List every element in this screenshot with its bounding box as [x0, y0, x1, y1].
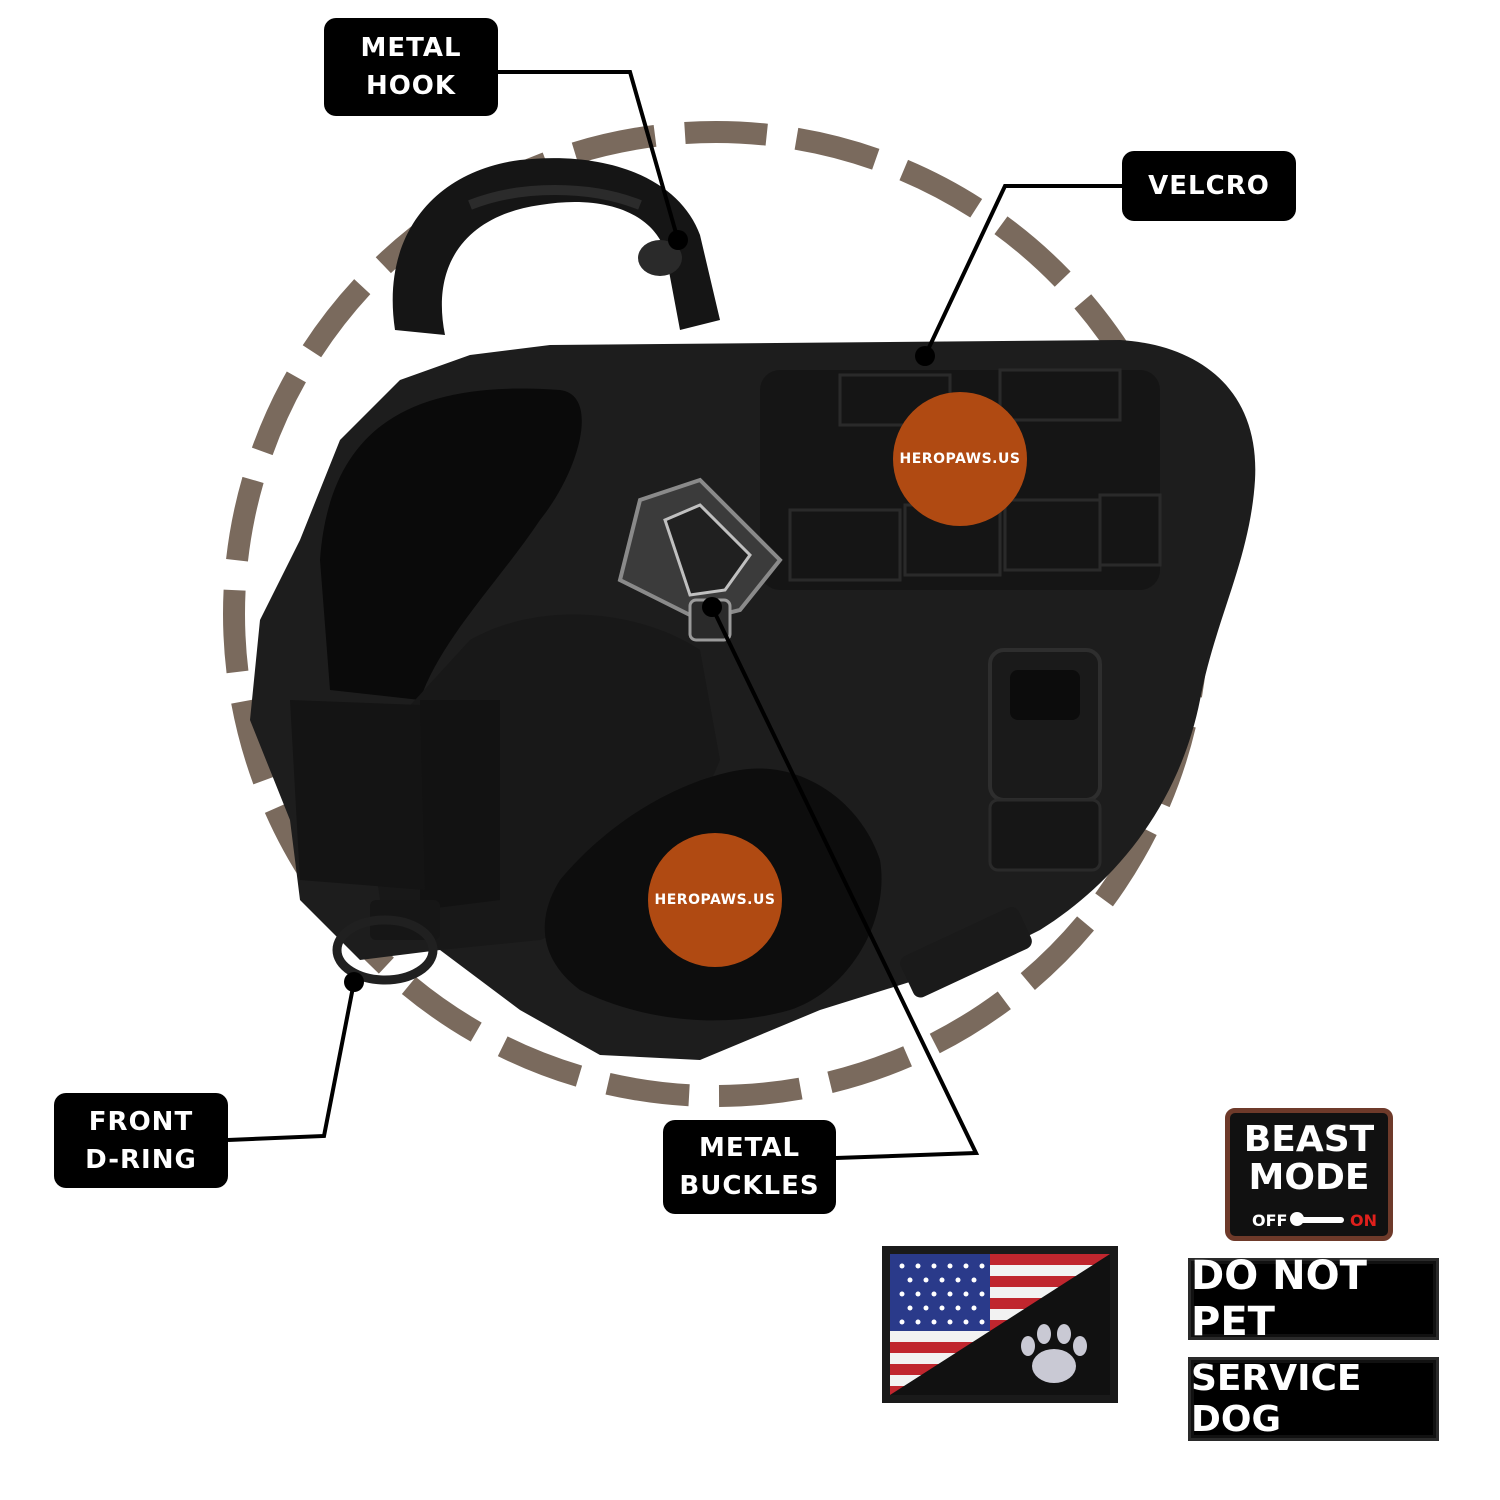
front-d-ring	[332, 900, 440, 985]
beast-mode-off-label: OFF	[1252, 1211, 1288, 1230]
metal-buckles-leader	[710, 606, 980, 1160]
beast-mode-line1: BEAST	[1243, 1119, 1375, 1160]
metal-hook-leader	[498, 70, 680, 241]
beast-mode-patch: BEAST MODE OFF ON	[1225, 1108, 1393, 1241]
callout-metal-hook: METAL HOOK	[324, 18, 498, 116]
watermark-upper: HEROPAWS.US	[893, 392, 1027, 526]
callout-metal-buckles-line2: BUCKLES	[679, 1171, 820, 1201]
beast-mode-on-label: ON	[1350, 1211, 1377, 1230]
metal-buckle	[617, 477, 783, 642]
callout-metal-hook-line1: METAL	[360, 33, 462, 63]
service-dog-patch: SERVICE DOG	[1188, 1357, 1439, 1441]
toggle-switch-icon	[1290, 1212, 1344, 1226]
callout-front-d-ring: FRONT D-RING	[54, 1093, 228, 1188]
callout-metal-buckles: METAL BUCKLES	[663, 1120, 836, 1214]
callout-velcro-line1: VELCRO	[1148, 171, 1270, 201]
callout-front-d-ring-line2: D-RING	[85, 1144, 197, 1175]
callout-front-d-ring-line1: FRONT	[88, 1106, 194, 1137]
front-d-ring-leader	[227, 981, 356, 1142]
callout-metal-hook-line2: HOOK	[365, 71, 457, 101]
paw-print-icon	[1021, 1324, 1087, 1383]
american-flag-paw-patch	[882, 1246, 1118, 1403]
velcro-leader	[923, 184, 1122, 357]
side-buckle	[988, 648, 1102, 872]
callout-velcro: VELCRO	[1122, 151, 1296, 221]
beast-mode-line2: MODE	[1248, 1157, 1370, 1198]
callout-metal-buckles-line1: METAL	[698, 1133, 801, 1163]
watermark-lower: HEROPAWS.US	[648, 833, 782, 967]
do-not-pet-patch: DO NOT PET	[1188, 1253, 1439, 1345]
